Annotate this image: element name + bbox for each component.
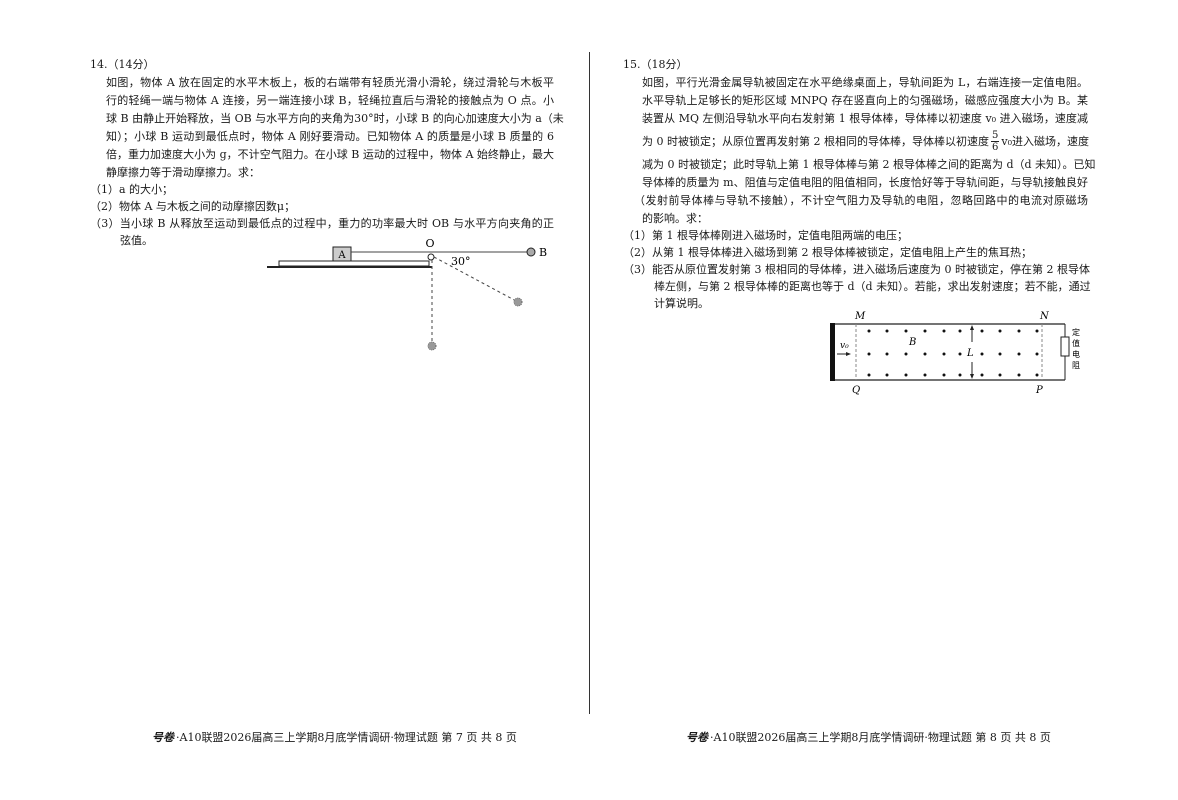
resistor-label: 值 — [1072, 338, 1080, 348]
q15-line4-b: v₀进入磁场，速度 — [1001, 134, 1089, 148]
point-o-label: O — [425, 237, 434, 250]
q14-sub-3: （3）当小球 B 从释放至运动到最低点的过程中，重力的功率最大时 OB 与水平方… — [90, 217, 554, 230]
launch-rail — [830, 323, 835, 381]
q15-figure: M N Q P B L v₀ 定 值 电 阻 — [830, 311, 1080, 396]
q15-text-line: 的影响。求： — [642, 212, 708, 225]
q14-sub-3-cont: 弦值。 — [120, 234, 153, 247]
field-dot — [980, 373, 984, 377]
field-dot — [998, 373, 1002, 377]
field-dot — [885, 329, 889, 333]
field-dot — [958, 329, 962, 333]
q15-sub-3: （3）能否从原位置发射第 3 根相同的导体棒，进入磁场后速度为 0 时被锁定，停… — [623, 263, 1090, 276]
field-dot — [1035, 373, 1039, 377]
block-a-label: A — [337, 250, 346, 261]
resistor-label: 阻 — [1072, 361, 1080, 370]
q14-text-line: 倍，重力加速度大小为 g，不计空气阻力。在小球 B 运动的过程中，物体 A 始终… — [106, 148, 554, 161]
logo: 号卷 — [686, 731, 708, 744]
field-dot — [980, 352, 984, 356]
field-dot — [1035, 329, 1039, 333]
field-dot — [1017, 352, 1021, 356]
label-b: B — [908, 337, 916, 348]
ball-b — [526, 247, 536, 257]
field-dot — [1035, 352, 1039, 356]
q14-text-line: 如图，物体 A 放在固定的水平木板上，板的右端带有轻质光滑小滑轮，绕过滑轮与木板… — [106, 76, 554, 89]
field-dot — [923, 373, 927, 377]
field-dot — [867, 352, 871, 356]
field-dot — [958, 352, 962, 356]
field-dot — [923, 329, 927, 333]
q15-sub-3-cont: 棒左侧，与第 2 根导体棒的距离也等于 d（d 未知）。若能，求出发射速度；若不… — [654, 280, 1091, 293]
q14-figure: A O B 30° — [267, 237, 547, 351]
label-n: N — [1039, 311, 1050, 322]
q15-header: 15.（18分） — [623, 58, 688, 71]
field-dot — [942, 352, 946, 356]
q14-text-line: 知）；小球 B 运动到最低点时，物体 A 刚好要滑动。已知物体 A 的质量是小球… — [106, 130, 554, 143]
resistor-label: 电 — [1072, 349, 1080, 359]
q15-sub-1: （1）第 1 根导体棒刚进入磁场时，定值电阻两端的电压； — [623, 229, 908, 242]
footer-text: ·A10联盟2026届高三上学期8月底学情调研·物理试题 第 7 页 共 8 页 — [176, 731, 517, 744]
field-dot — [867, 373, 871, 377]
q15-line4-a: 为 0 时被锁定；从原位置再发射第 2 根相同的导体棒，导体棒以初速度 — [642, 134, 989, 148]
q14-header: 14.（14分） — [90, 58, 155, 71]
field-dot — [998, 352, 1002, 356]
q15-sub-3-cont: 计算说明。 — [654, 297, 709, 310]
magnetic-field-dots — [867, 329, 1039, 377]
logo: 号卷 — [152, 731, 174, 744]
field-dot — [998, 329, 1002, 333]
q15-text-line: （发射前导体棒与导轨不接触），不计空气阻力及导轨的电阻，忽略回路中的电流对原磁场 — [634, 194, 1088, 207]
label-v0: v₀ — [840, 341, 849, 351]
q15-text-line: 如图，平行光滑金属导轨被固定在水平绝缘桌面上，导轨间距为 L，右端连接一定值电阻… — [642, 76, 1088, 89]
angle-label: 30° — [451, 255, 471, 268]
field-dot — [958, 373, 962, 377]
field-dot — [885, 352, 889, 356]
block-a — [332, 246, 352, 262]
q14-text-line: 球 B 由静止开始释放，当 OB 与水平方向的夹角为30°时，小球 B 的向心加… — [106, 112, 564, 125]
q14-text-line: 静摩擦力等于滑动摩擦力。求： — [106, 166, 260, 179]
q15-text-line: 水平导轨上足够长的矩形区域 MNPQ 存在竖直向上的匀强磁场，磁感应强度大小为 … — [642, 94, 1088, 107]
q15-text-line: 减为 0 时被锁定；此时导轨上第 1 根导体棒与第 2 根导体棒之间的距离为 d… — [642, 158, 1096, 171]
field-dot — [904, 373, 908, 377]
field-dot — [904, 329, 908, 333]
field-dot — [942, 373, 946, 377]
footer-right: 号卷·A10联盟2026届高三上学期8月底学情调研·物理试题 第 8 页 共 8… — [686, 729, 1051, 745]
field-dot — [904, 352, 908, 356]
q15-text-line: 导体棒的质量为 m、阻值与定值电阻的阻值相同，长度恰好等于导轨间距，与导轨接触良… — [642, 176, 1088, 189]
q14-sub-2: （2）物体 A 与木板之间的动摩擦因数μ； — [90, 200, 296, 213]
field-dot — [867, 329, 871, 333]
field-dot — [885, 373, 889, 377]
label-p: P — [1035, 385, 1043, 396]
q14-text-line: 行的轻绳一端与物体 A 连接，另一端连接小球 B，轻绳拉直后与滑轮的接触点为 O… — [106, 94, 554, 107]
page-divider — [589, 52, 590, 714]
field-dot — [980, 329, 984, 333]
field-dot — [1017, 373, 1021, 377]
field-dot — [1017, 329, 1021, 333]
footer-text: ·A10联盟2026届高三上学期8月底学情调研·物理试题 第 8 页 共 8 页 — [710, 731, 1051, 744]
q15-text-line: 装置从 MQ 左侧沿导轨水平向右发射第 1 根导体棒，导体棒以初速度 v₀ 进入… — [642, 112, 1088, 125]
footer-left: 号卷·A10联盟2026届高三上学期8月底学情调研·物理试题 第 7 页 共 8… — [152, 729, 517, 745]
ball-b-label: B — [539, 246, 547, 259]
label-l: L — [966, 348, 974, 359]
resistor-label: 定 — [1072, 327, 1080, 337]
q15-sub-2: （2）从第 1 根导体棒进入磁场到第 2 根导体棒被锁定，定值电阻上产生的焦耳热… — [623, 246, 1032, 259]
resistor — [1060, 336, 1070, 357]
q14-sub-1: （1）a 的大小； — [90, 183, 174, 196]
field-dot — [942, 329, 946, 333]
label-m: M — [854, 311, 866, 322]
pulley — [427, 253, 435, 261]
label-q: Q — [852, 385, 860, 396]
field-dot — [923, 352, 927, 356]
